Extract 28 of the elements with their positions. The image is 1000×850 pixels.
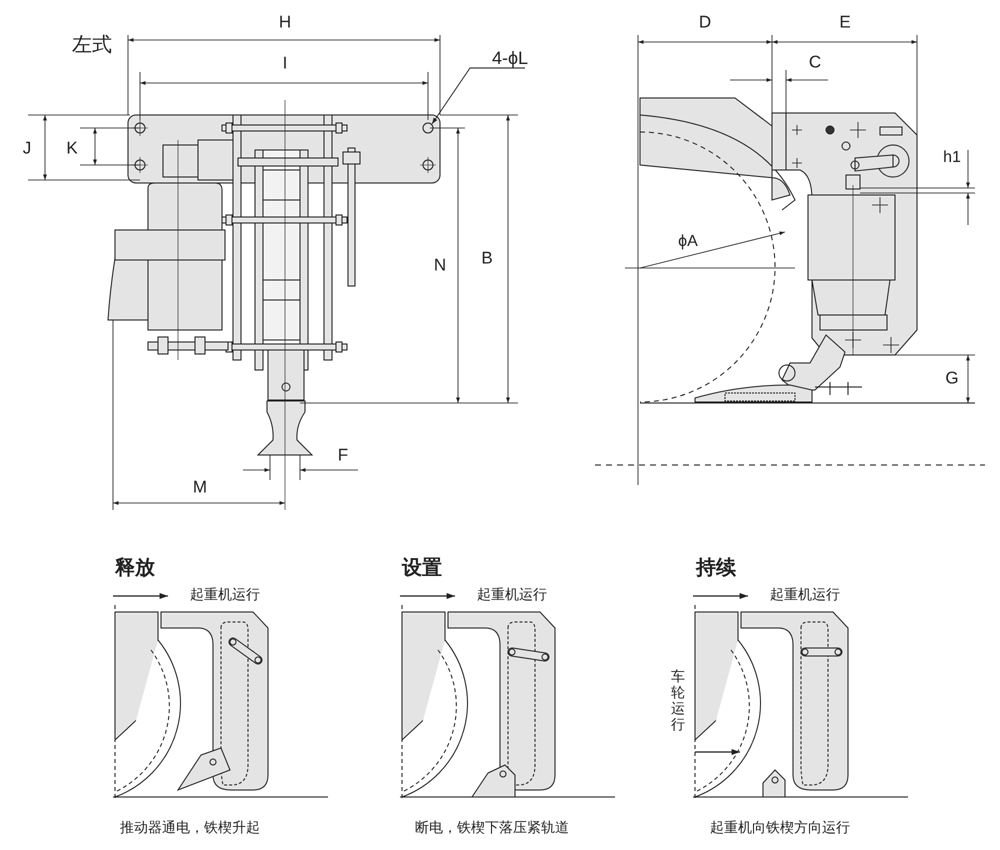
- dimension-label: E: [839, 14, 851, 30]
- dimension-label: B: [481, 250, 493, 266]
- view-title: 左式: [72, 35, 112, 55]
- state-caption: 断电，铁楔下落压紧轨道: [415, 820, 569, 834]
- direction-label: 起重机运行: [477, 587, 547, 601]
- dimension-label: I: [282, 54, 288, 72]
- dimension-label: J: [22, 140, 32, 156]
- dimension-label: M: [192, 478, 208, 496]
- dimension-label: N: [434, 256, 446, 274]
- dimension-label: G: [945, 370, 959, 386]
- dimension-label: D: [698, 14, 712, 30]
- state-caption: 起重机向铁楔方向运行: [710, 820, 850, 834]
- state-caption: 推动器通电，铁楔升起: [120, 820, 260, 834]
- direction-label: 车轮运行: [671, 668, 685, 732]
- state-title: 释放: [115, 558, 155, 578]
- direction-label: 起重机运行: [770, 587, 840, 601]
- direction-label: 起重机运行: [190, 587, 260, 601]
- state-title: 设置: [402, 558, 442, 578]
- leader-line: [432, 68, 526, 124]
- dimension-label: H: [278, 14, 292, 30]
- dimension-label: F: [338, 446, 348, 464]
- state-title: 持续: [696, 558, 736, 578]
- hole-spec-label: 4-ϕL: [492, 49, 528, 67]
- dimension-label: ϕA: [678, 234, 698, 250]
- dimension-label: h1: [943, 150, 961, 166]
- dimension-label: K: [66, 140, 78, 156]
- dimension-label: C: [808, 54, 822, 70]
- mounting-hole: [422, 122, 434, 134]
